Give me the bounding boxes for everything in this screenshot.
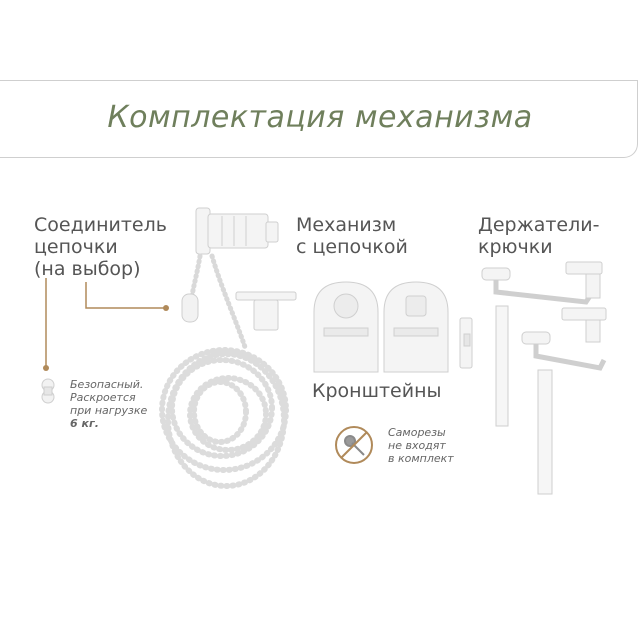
connector-label-line2: цепочки [34, 236, 118, 258]
bracket-left [313, 281, 379, 373]
safe-note-load: 6 кг. [70, 417, 99, 430]
hook-holder-bottom [521, 307, 607, 495]
mechanism-label-line2: с цепочкой [296, 236, 408, 258]
hook-holder-top [481, 261, 603, 427]
leader-line-connector [85, 282, 164, 309]
screws-note-line1: Саморезы [388, 426, 446, 439]
bracket-right [383, 281, 449, 373]
screws-note-line2: не входят [388, 439, 446, 452]
chain-mechanism [195, 207, 279, 255]
safety-connector-icon [41, 378, 55, 404]
mechanism-label: Механизм с цепочкой [296, 214, 408, 258]
end-plug [235, 291, 297, 331]
leader-lines [45, 278, 164, 366]
leader-dot-connector [163, 305, 169, 311]
safe-note: Безопасный. Раскроется при нагрузке 6 кг… [70, 378, 147, 430]
holders-label-line1: Держатели- [478, 214, 600, 236]
holders-label-line2: крючки [478, 236, 553, 258]
connector-label-line3: (на выбор) [34, 258, 141, 280]
leader-dot-safe [43, 365, 49, 371]
title-banner [0, 80, 638, 158]
safe-note-line1: Безопасный. [70, 378, 144, 391]
connector-label-line1: Соединитель [34, 214, 167, 236]
page-title: Комплектация механизма [107, 100, 533, 135]
connector-label: Соединитель цепочки (на выбор) [34, 214, 167, 280]
brackets-label: Кронштейны [312, 380, 442, 402]
screws-note: Саморезы не входят в комплект [388, 426, 454, 465]
safe-note-line2: Раскроется [70, 391, 136, 404]
no-screws-icon [335, 426, 373, 464]
bracket-clip [459, 317, 473, 369]
chain-connector [181, 293, 199, 323]
holders-label: Держатели- крючки [478, 214, 599, 258]
safe-note-line3: при нагрузке [70, 404, 148, 417]
screws-note-line3: в комплект [388, 452, 454, 465]
coiled-chain [159, 347, 289, 489]
mechanism-label-line1: Механизм [296, 214, 397, 236]
